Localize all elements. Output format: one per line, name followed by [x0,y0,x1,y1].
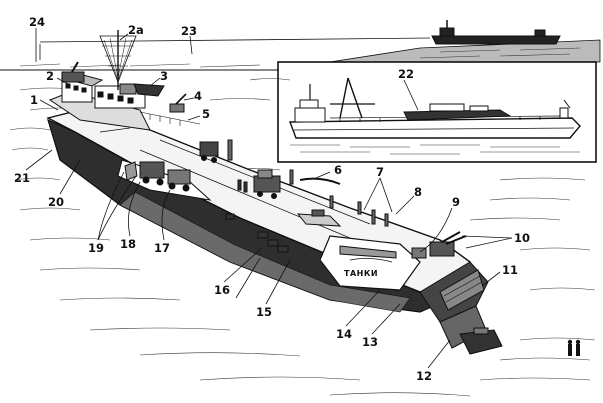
inset-side-view [277,61,597,163]
label-2: 2 [46,69,54,83]
label-4: 4 [194,89,202,103]
label-13: 13 [362,335,378,349]
label-19: 19 [88,241,104,255]
hull-marking: ТАНКИ [344,269,378,278]
deck-vehicles [199,139,389,253]
cargo-hold-cutaway [117,159,212,201]
label-9: 9 [452,195,460,209]
label-10: 10 [514,231,530,245]
label-12: 12 [416,369,432,383]
soldiers-figure [567,339,581,356]
stern-superstructure [48,30,201,131]
label-5: 5 [202,107,210,121]
label-17: 17 [154,241,170,255]
label-14: 14 [336,327,352,341]
label-15: 15 [256,305,272,319]
water-surface [9,78,596,397]
label-23: 23 [181,24,197,38]
label-21: 21 [14,171,30,185]
leader-lines [25,28,513,369]
label-2a: 2a [128,23,144,37]
label-3: 3 [160,69,168,83]
bow-ramp [419,261,503,355]
label-6: 6 [334,163,342,177]
label-11: 11 [502,263,518,277]
label-7: 7 [376,165,384,179]
label-8: 8 [414,185,422,199]
forward-superstructure [319,231,467,291]
label-18: 18 [120,237,136,251]
label-24: 24 [29,15,45,29]
label-1: 1 [30,93,38,107]
sight-line [39,37,431,60]
label-16: 16 [214,283,230,297]
callout-labels: 24 23 2a 2 1 3 4 5 6 7 8 9 10 11 12 13 1… [14,15,530,383]
label-22: 22 [398,67,414,81]
distant-tanker [431,20,561,45]
label-20: 20 [48,195,64,209]
